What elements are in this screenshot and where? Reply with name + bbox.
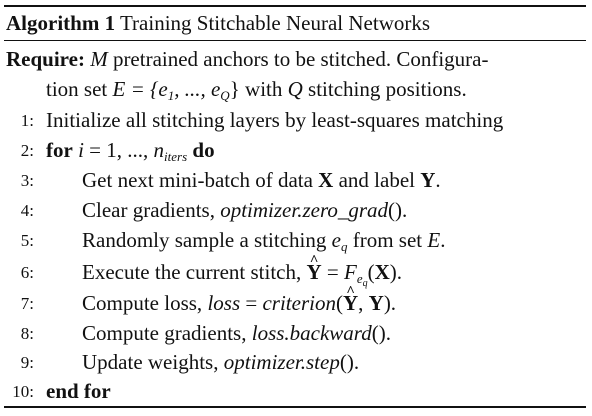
label-y: Y xyxy=(420,168,436,192)
step-5-text-a: Randomly sample a stitching xyxy=(82,228,332,252)
top-rule xyxy=(4,5,586,7)
step-3-text-a: Get next mini-batch of data xyxy=(82,168,319,192)
step-3: Get next mini-batch of data X and label … xyxy=(82,166,441,195)
step-9-math: optimizer.step xyxy=(223,350,340,374)
step-4-text-b: (). xyxy=(388,198,408,222)
step-6-sub-e: e xyxy=(356,271,363,286)
end-for-keyword: end for xyxy=(46,379,111,403)
algorithm-title: Training Stitchable Neural Networks xyxy=(119,11,431,35)
step-9-text-a: Update weights, xyxy=(82,350,224,374)
require-set-expr: E = {e xyxy=(112,77,168,101)
step-number: 2: xyxy=(20,141,34,160)
require-sub-1: 1 xyxy=(167,88,175,103)
loop-sub-iters: iters xyxy=(164,149,188,164)
step-number: 3: xyxy=(20,171,34,190)
step-number: 10: xyxy=(12,382,34,401)
bottom-rule xyxy=(4,406,586,408)
step-number: 8: xyxy=(20,324,34,343)
require-sub-q: Q xyxy=(220,88,230,103)
data-x: X xyxy=(318,168,334,192)
step-1: Initialize all stitching layers by least… xyxy=(46,106,503,135)
require-mid: , ..., e xyxy=(174,77,221,101)
step-number: 7: xyxy=(20,294,34,313)
step-5: Randomly sample a stitching eq from set … xyxy=(82,226,445,255)
step-4-math: optimizer.zero_grad xyxy=(220,198,389,222)
step-10: end for xyxy=(46,377,111,406)
algorithm-label: Algorithm 1 xyxy=(6,11,116,35)
step-5-var-e: e xyxy=(331,228,341,252)
step-6-paren: ( xyxy=(367,260,375,284)
require-var-q: Q xyxy=(287,77,303,101)
step-3-text-b: and label xyxy=(333,168,421,192)
step-3-text-c: . xyxy=(435,168,441,192)
require-text-1: pretrained anchors to be stitched. Confi… xyxy=(107,47,489,71)
step-1-text: Initialize all stitching layers by least… xyxy=(46,108,504,132)
step-7: Compute loss, loss = criterion(Y, Y). xyxy=(82,278,397,318)
step-9-text-b: (). xyxy=(339,350,360,374)
do-keyword: do xyxy=(192,138,215,162)
step-8-math: loss.backward xyxy=(251,321,372,345)
step-5-text-b: from set xyxy=(347,228,428,252)
require-line-2: tion set E = {e1, ..., eQ} with Q stitch… xyxy=(46,75,467,104)
loop-var-n: n xyxy=(153,138,165,162)
step-7-criterion: criterion xyxy=(262,291,336,315)
step-number: 1: xyxy=(20,111,34,130)
require-text-3: with xyxy=(239,77,288,101)
require-text-4: stitching positions. xyxy=(302,77,467,101)
step-9: Update weights, optimizer.step(). xyxy=(82,348,359,377)
algorithm-caption: Algorithm 1 Training Stitchable Neural N… xyxy=(6,8,430,38)
step-7-eq: = xyxy=(240,291,263,315)
require-line-1: Require: M pretrained anchors to be stit… xyxy=(6,45,488,74)
y-hat: Y xyxy=(307,247,322,287)
step-7-y-hat: Y xyxy=(343,278,358,318)
step-6: Execute the current stitch, Y = Feq(X). xyxy=(82,247,403,289)
step-7-paren: ( xyxy=(335,291,343,315)
step-6-text-a: Execute the current stitch, xyxy=(82,260,307,284)
caption-rule xyxy=(4,40,586,41)
require-close: } xyxy=(229,77,240,101)
step-7-comma: , xyxy=(358,291,369,315)
step-5-var-E: E xyxy=(427,228,441,252)
step-number: 6: xyxy=(20,263,34,282)
step-number: 5: xyxy=(20,231,34,250)
for-keyword: for xyxy=(46,138,73,162)
require-var-m: M xyxy=(90,47,108,71)
require-label: Require: xyxy=(6,47,85,71)
loop-var-i: i xyxy=(78,138,84,162)
step-6-eq: = xyxy=(321,260,345,284)
step-7-text-b: ). xyxy=(383,291,397,315)
step-5-sub-q: q xyxy=(340,239,348,254)
step-8-text-a: Compute gradients, xyxy=(82,321,252,345)
step-6-sub-q: q xyxy=(362,278,368,289)
step-5-text-c: . xyxy=(440,228,446,252)
step-number: 9: xyxy=(20,353,34,372)
step-7-label-y: Y xyxy=(368,291,384,315)
step-7-loss: loss xyxy=(207,291,241,315)
step-4-text-a: Clear gradients, xyxy=(82,198,221,222)
step-2: for i = 1, ..., niters do xyxy=(46,136,215,165)
step-4: Clear gradients, optimizer.zero_grad(). xyxy=(82,196,407,225)
loop-range: = 1, ..., xyxy=(83,138,154,162)
step-6-text-b: ). xyxy=(389,260,403,284)
step-number: 4: xyxy=(20,201,34,220)
step-7-text-a: Compute loss, xyxy=(82,291,208,315)
step-8-text-b: (). xyxy=(371,321,391,345)
require-text-2: tion set xyxy=(46,77,113,101)
step-8: Compute gradients, loss.backward(). xyxy=(82,319,391,348)
step-6-data-x: X xyxy=(374,260,390,284)
